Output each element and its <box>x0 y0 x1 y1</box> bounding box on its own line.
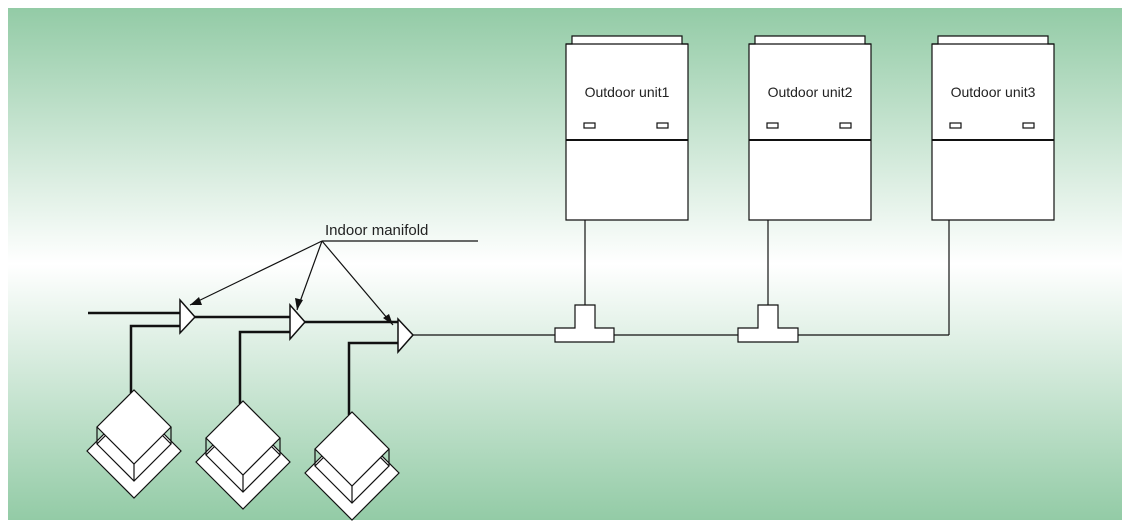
arrow-icon <box>383 314 393 325</box>
arrow-icon <box>295 298 303 310</box>
unit-indicator-icon <box>766 122 779 129</box>
outdoor-unit-1 <box>565 35 689 221</box>
indoor-manifold-joint-1 <box>179 298 197 335</box>
indoor-manifold-joint-2 <box>289 303 307 341</box>
unit-indicator-icon <box>1022 122 1035 129</box>
indoor-unit-1 <box>86 389 182 499</box>
outdoor-unit-2-label: Outdoor unit2 <box>768 84 853 100</box>
indoor-main-line <box>88 311 414 336</box>
outdoor-unit-1-label: Outdoor unit1 <box>585 84 670 100</box>
annotation-leader <box>189 240 478 326</box>
indoor-manifold-joint-3 <box>397 317 415 354</box>
indoor-unit-2 <box>195 400 291 510</box>
unit-indicator-icon <box>583 122 596 129</box>
annotation-arrowheads <box>190 297 393 325</box>
outdoor-branch-joint-2 <box>737 304 799 343</box>
outdoor-piping <box>414 220 950 336</box>
indoor-unit-3 <box>304 411 400 521</box>
arrow-icon <box>190 297 202 305</box>
outdoor-unit-2 <box>748 35 872 221</box>
unit-indicator-icon <box>656 122 669 129</box>
indoor-branch-pipes <box>129 324 398 415</box>
outdoor-unit-3 <box>931 35 1055 221</box>
indoor-manifold-label: Indoor manifold <box>325 222 428 239</box>
unit-indicator-icon <box>949 122 962 129</box>
outdoor-branch-joint-1 <box>554 304 615 343</box>
outdoor-unit-3-label: Outdoor unit3 <box>951 84 1036 100</box>
unit-indicator-icon <box>839 122 852 129</box>
